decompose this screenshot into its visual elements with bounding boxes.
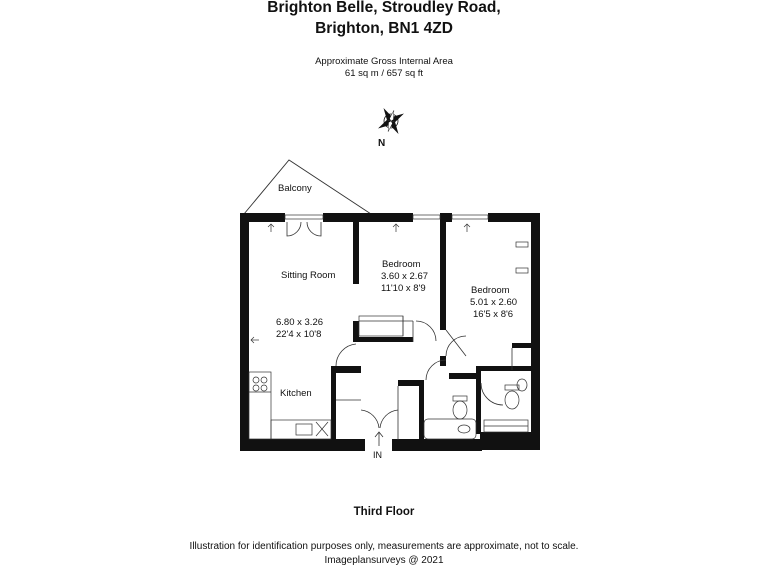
kitchen-label: Kitchen — [280, 388, 312, 399]
outer-walls — [240, 213, 540, 451]
address-line-1: Brighton Belle, Stroudley Road, — [267, 0, 501, 16]
bedroom1-metric: 3.60 x 2.67 — [381, 271, 428, 282]
bedroom2-imperial: 16'5 x 8'6 — [473, 309, 513, 320]
sitting-room-metric: 6.80 x 3.26 — [276, 317, 323, 328]
bedroom1-imperial: 11'10 x 8'9 — [381, 283, 426, 294]
interior-walls — [331, 222, 531, 440]
address-line-2: Brighton, BN1 4ZD — [315, 20, 453, 37]
sitting-room-label: Sitting Room — [281, 270, 335, 281]
bedroom1-label: Bedroom — [382, 259, 421, 270]
compass-icon — [378, 108, 404, 134]
area-value: 61 sq m / 657 sq ft — [344, 68, 424, 79]
entrance-label: IN — [373, 450, 382, 460]
sitting-room-imperial: 22'4 x 10'8 — [276, 329, 321, 340]
door-swings — [286, 221, 513, 440]
kitchen-units — [248, 371, 332, 440]
disclaimer: Illustration for identification purposes… — [189, 541, 579, 552]
bathroom-fixtures — [423, 378, 529, 440]
area-label: Approximate Gross Internal Area — [315, 56, 453, 67]
bedroom2-label: Bedroom — [471, 285, 510, 296]
compass-label: N — [378, 138, 385, 149]
floor-label: Third Floor — [353, 506, 415, 518]
bedroom2-metric: 5.01 x 2.60 — [470, 297, 517, 308]
balcony-outline — [243, 159, 372, 215]
top-windows — [284, 214, 489, 220]
credit: Imageplansurveys @ 2021 — [324, 555, 444, 566]
radiator-markers — [250, 223, 471, 344]
balcony-label: Balcony — [278, 183, 312, 194]
wardrobe — [358, 241, 529, 337]
entrance-arrow-icon — [374, 431, 384, 446]
